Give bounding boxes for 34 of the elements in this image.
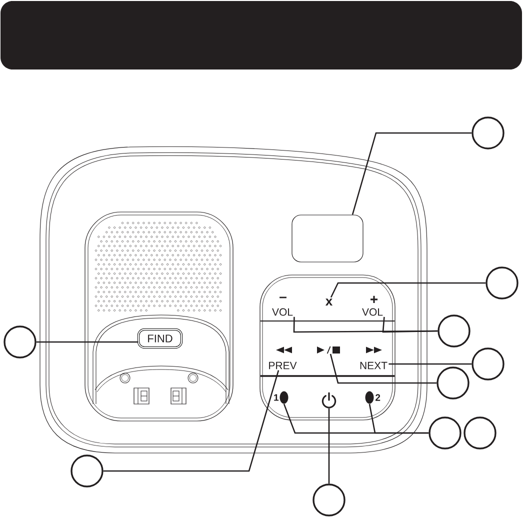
leader-line [330, 354, 437, 384]
sign-label: + [370, 296, 378, 303]
callout-circle [472, 348, 504, 380]
power-icon [322, 392, 336, 408]
leader-line [328, 408, 330, 484]
callout-circle [464, 416, 496, 450]
callout-circle [312, 484, 346, 516]
callout-circle [436, 366, 470, 400]
callout-circle [438, 314, 470, 348]
callout-circle [70, 454, 104, 488]
key-label: VOL [362, 308, 383, 316]
display-screen [292, 214, 364, 262]
callout-circle [4, 326, 36, 358]
number-label: 1 [274, 394, 279, 401]
leader-line [388, 363, 472, 365]
oval-button [365, 391, 374, 404]
leader-line [352, 132, 472, 215]
play-stop-icon [317, 346, 340, 354]
leader-line [382, 316, 438, 333]
leader-line [330, 282, 486, 298]
key-label: PREV [269, 362, 297, 370]
find-button: FIND [137, 328, 183, 349]
sign-label: – [280, 296, 286, 298]
key-label: x [325, 298, 333, 306]
callout-circle [486, 266, 518, 300]
oval-button [280, 391, 288, 404]
key-label: NEXT [360, 362, 388, 370]
leader-line [36, 341, 138, 343]
key-label: VOL [272, 308, 293, 316]
leader-line [103, 370, 280, 472]
leader-line [368, 404, 429, 434]
callout-circle [472, 116, 504, 150]
number-label: 2 [376, 394, 380, 401]
callout-circle [428, 416, 462, 450]
